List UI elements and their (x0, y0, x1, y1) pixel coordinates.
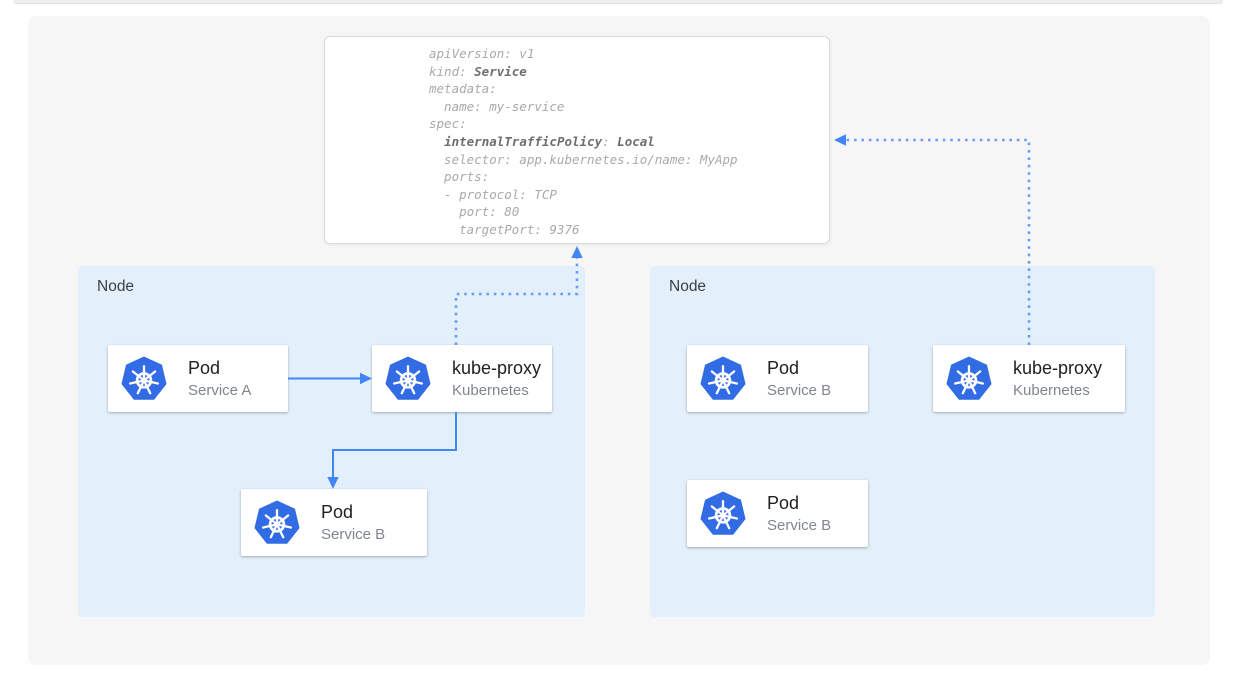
card-subtitle: Service B (321, 525, 386, 543)
yaml-line: internalTrafficPolicy: Local (444, 133, 655, 149)
yaml-line: targetPort: 9376 (429, 221, 580, 237)
card-subtitle: Kubernetes (1013, 381, 1090, 399)
kubernetes-icon (700, 490, 746, 536)
card-subtitle: Kubernetes (452, 381, 529, 399)
card-title: Pod (188, 357, 221, 378)
card-kube-proxy-node-2: kube-proxy Kubernetes (933, 345, 1125, 412)
card-title: kube-proxy (1013, 357, 1103, 378)
yaml-line: metadata: (429, 81, 497, 97)
card-pod-service-b-node-2-top: Pod Service B (687, 345, 868, 412)
card-pod-service-b-node-2-bottom: Pod Service B (687, 480, 868, 547)
node-1-container: Node (78, 266, 585, 617)
card-pod-service-b-node-1: Pod Service B (241, 489, 427, 556)
yaml-line: apiVersion: v1 (429, 46, 535, 61)
service-yaml-panel: apiVersion: v1 kind: Service metadata: nam… (324, 36, 830, 244)
card-subtitle: Service A (188, 381, 252, 399)
yaml-code: apiVersion: v1 kind: Service metadata: nam… (429, 45, 821, 239)
yaml-line: - protocol: TCP (429, 186, 557, 202)
kubernetes-icon (946, 355, 992, 401)
card-subtitle: Service B (767, 516, 832, 534)
yaml-line: ports: (429, 169, 490, 185)
card-subtitle: Service B (767, 381, 832, 399)
card-title: kube-proxy (452, 357, 542, 378)
kubernetes-icon (700, 355, 746, 401)
kubernetes-icon (121, 355, 167, 401)
top-divider (13, 0, 1223, 4)
card-title: Pod (321, 501, 354, 522)
card-title: Pod (767, 492, 800, 513)
yaml-line: spec: (429, 116, 467, 132)
kubernetes-icon (385, 355, 431, 401)
card-pod-service-a: Pod Service A (108, 345, 288, 412)
card-title: Pod (767, 357, 800, 378)
yaml-line: name: my-service (429, 98, 565, 114)
node-2-label: Node (669, 278, 707, 295)
yaml-line: selector: app.kubernetes.io/name: MyApp (429, 151, 738, 167)
node-1-label: Node (97, 278, 135, 295)
card-kube-proxy-node-1: kube-proxy Kubernetes (372, 345, 552, 412)
kubernetes-icon (254, 499, 300, 545)
yaml-line: kind: Service (429, 63, 527, 79)
node-2-container: Node (650, 266, 1155, 617)
yaml-line: port: 80 (429, 204, 520, 220)
